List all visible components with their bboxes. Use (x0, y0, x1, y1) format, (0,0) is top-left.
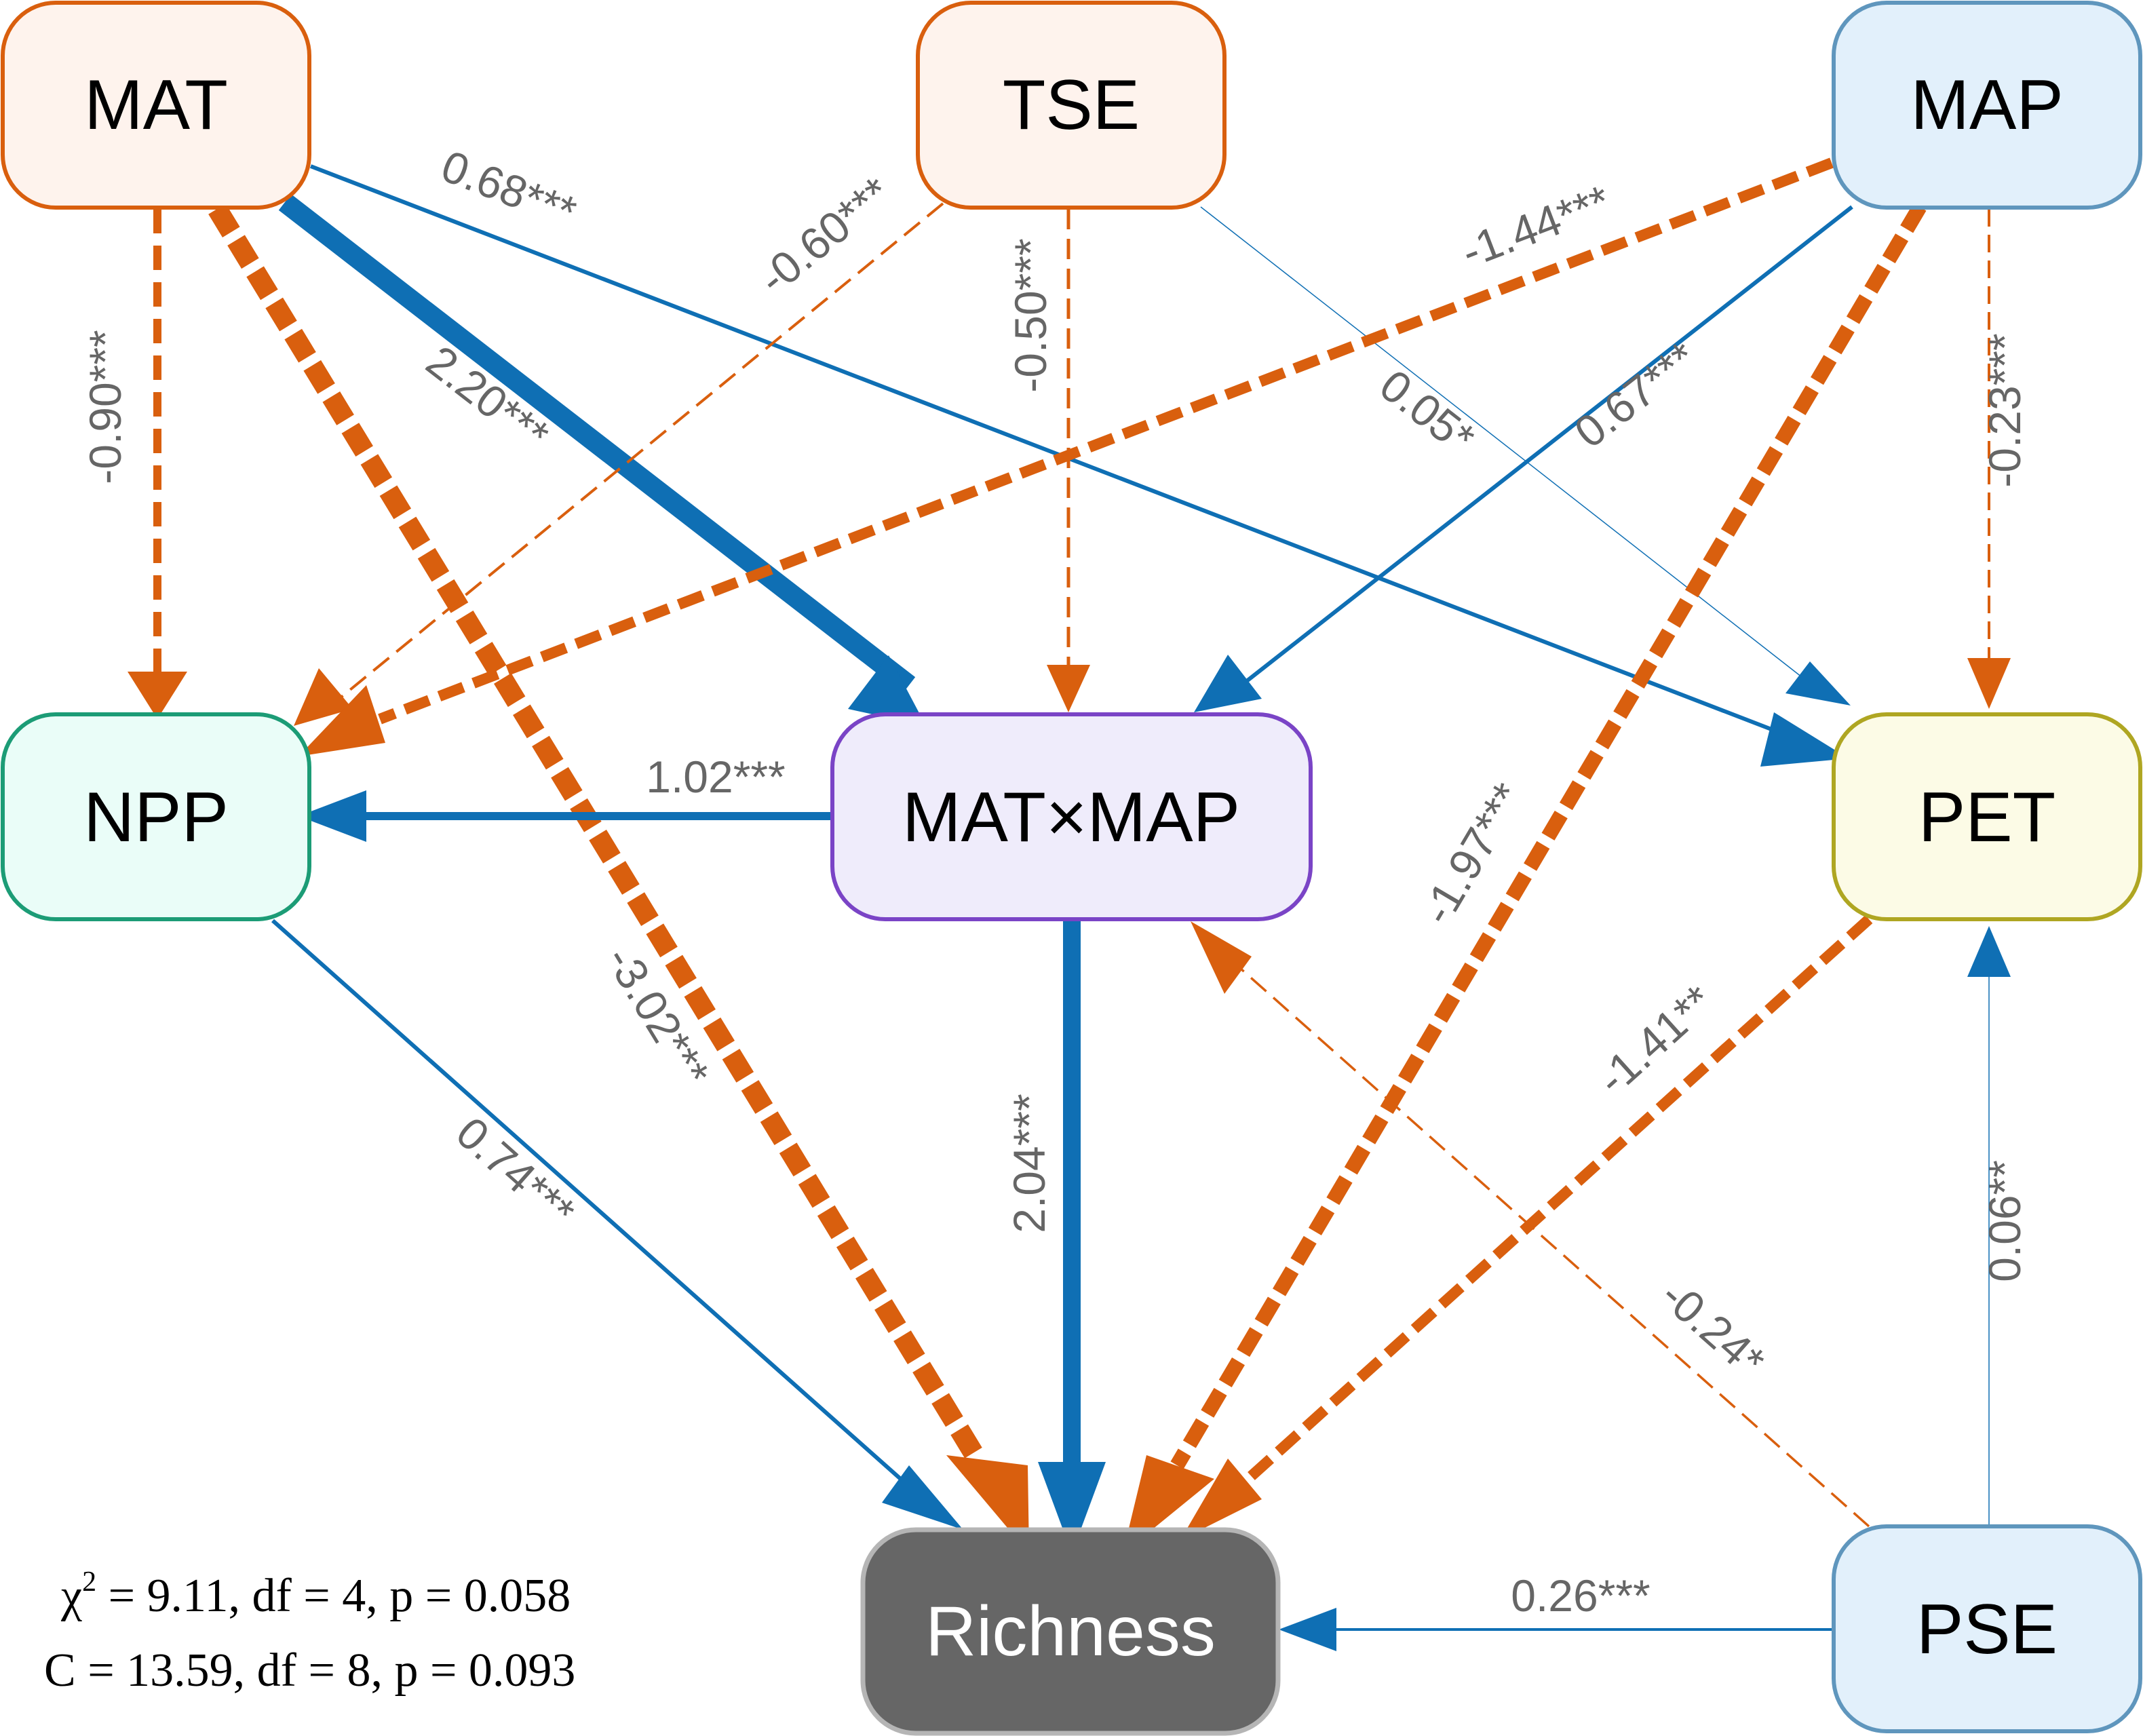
label-pse-richness: 0.26*** (1511, 1570, 1650, 1621)
arrowhead-mat-pet (1760, 712, 1849, 767)
label-pet-richness: -1.41** (1587, 976, 1722, 1104)
chi-exponent: 2 (82, 1566, 96, 1598)
chi-symbol: χ (60, 1570, 82, 1622)
edge-map-matmap (1240, 205, 1853, 687)
arrowhead-matmap-richness (1038, 1462, 1106, 1554)
edge-map-npp (378, 157, 1834, 725)
node-label: PET (1918, 778, 2055, 857)
edge-mat-matmap (278, 194, 916, 693)
node-richness: Richness (860, 1527, 1281, 1736)
label-tse-npp: -0.60*** (749, 167, 900, 304)
arrowhead-pse-matmap (1191, 921, 1252, 994)
edge-mat-pet (309, 164, 1799, 741)
node-label: MAP (1910, 66, 2063, 144)
label-npp-richness: 0.74*** (447, 1107, 585, 1237)
c-statistic-line: C = 13.59, df = 8, p = 0.093 (44, 1644, 575, 1697)
edge-npp-richness (271, 919, 917, 1494)
arrowhead-tse-matmap (1047, 665, 1090, 712)
arrowhead-map-npp (298, 685, 385, 756)
arrowhead-tse-pet (1785, 661, 1851, 706)
label-matmap-richness: 2.04*** (1004, 1094, 1054, 1233)
node-box (1832, 1, 2142, 210)
arrowhead-map-pet (1967, 658, 2011, 709)
label-tse-pet: 0.05* (1371, 360, 1484, 463)
node-box (860, 1527, 1281, 1736)
node-matmap: MAT×MAP (830, 712, 1313, 921)
node-box (916, 1, 1227, 210)
label-matmap-npp: 1.02*** (646, 752, 786, 802)
edge-map-richness (1170, 203, 1927, 1469)
model-fit-stats: χ2 = 9.11, df = 4, p = 0.058 C = 13.59, … (44, 1566, 575, 1697)
edge-tse-npp (338, 202, 944, 700)
node-label: Richness (925, 1592, 1216, 1671)
label-map-pet: -0.23*** (1980, 333, 2030, 488)
label-pse-pet: 0.06** (1980, 1160, 2030, 1282)
arrowhead-mat-npp (128, 672, 187, 719)
edge-mat-richness (208, 204, 986, 1464)
node-mat: MAT (1, 1, 311, 210)
node-pet: PET (1832, 712, 2142, 921)
node-label: MAT×MAP (902, 778, 1240, 857)
chi-values: = 9.11, df = 4, p = 0.058 (96, 1570, 571, 1622)
arrowhead-matmap-npp (298, 790, 366, 842)
arrowhead-mat-matmap (848, 655, 926, 726)
node-label: MAT (84, 66, 228, 144)
node-label: TSE (1003, 66, 1140, 144)
label-map-npp: -1.44*** (1454, 175, 1617, 277)
edges (128, 157, 2011, 1651)
node-box (1832, 712, 2142, 921)
edge-pse-matmap (1233, 962, 1870, 1528)
arrowhead-pse-richness (1279, 1608, 1336, 1651)
arrowhead-tse-npp (294, 668, 353, 726)
label-map-matmap: 0.67*** (1565, 332, 1706, 457)
node-box (1832, 1524, 2142, 1733)
chi-square-line: χ2 = 9.11, df = 4, p = 0.058 (60, 1566, 571, 1622)
label-mat-npp: -0.90*** (80, 330, 130, 484)
node-npp: NPP (1, 712, 311, 921)
arrowhead-map-matmap (1194, 655, 1262, 712)
node-pse: PSE (1832, 1524, 2142, 1733)
edge-pet-richness (1244, 915, 1873, 1483)
arrowhead-pse-pet (1967, 926, 2011, 977)
node-map: MAP (1832, 1, 2142, 210)
label-map-richness: -1.97*** (1411, 775, 1533, 933)
node-box (1, 712, 311, 921)
node-label: PSE (1916, 1590, 2058, 1669)
node-label: NPP (83, 778, 229, 857)
label-tse-matmap: -0.50*** (1005, 238, 1056, 393)
node-tse: TSE (916, 1, 1227, 210)
edge-tse-pet (1200, 206, 1809, 682)
arrowhead-npp-richness (882, 1465, 963, 1530)
label-pse-matmap: -0.24* (1652, 1270, 1775, 1387)
node-box (830, 712, 1313, 921)
arrowhead-pet-richness (1180, 1459, 1262, 1540)
node-box (1, 1, 311, 210)
